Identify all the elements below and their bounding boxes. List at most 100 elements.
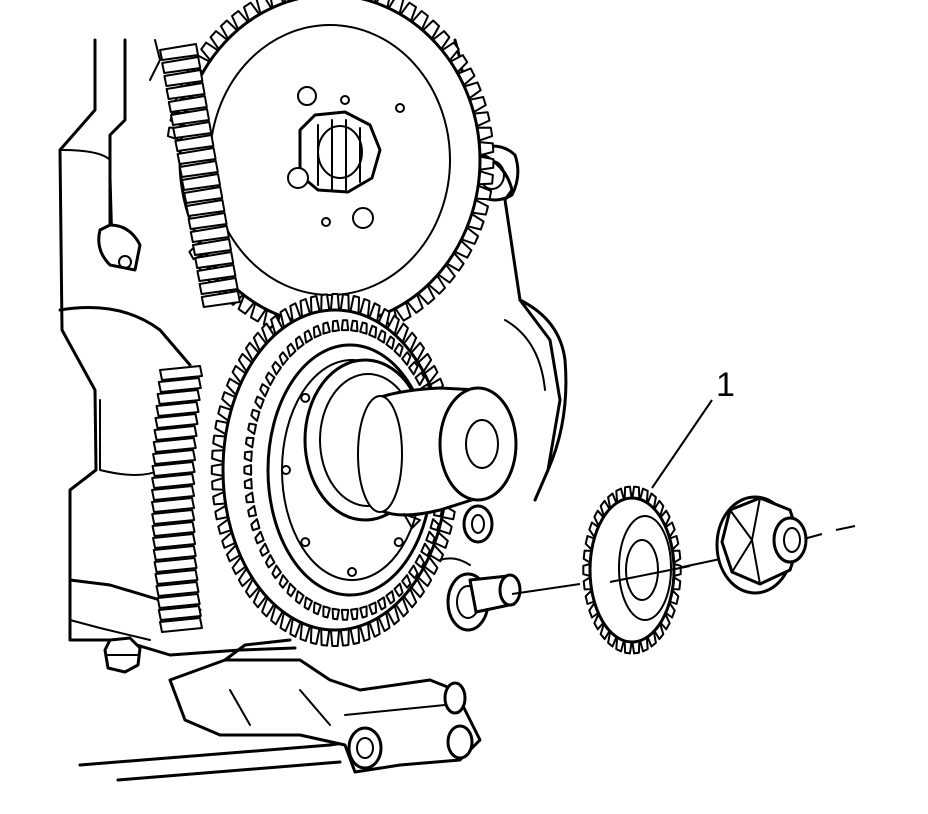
left-gear-tooth [153,557,198,573]
crankshaft-gear-inner-tooth [377,329,387,344]
upper-gear-pin-hole [395,103,405,113]
left-gear-tooth [183,186,224,204]
crankshaft-gear-inner-tooth [294,590,305,605]
crankshaft-gear-bolt-hole [347,567,357,577]
left-gear-tooth [159,617,203,633]
left-gear-tooth [151,461,196,477]
crankshaft-gear-inner-tooth [271,360,282,376]
crankshaft-gear-tooth [320,293,331,313]
left-gear-tooth [165,82,206,100]
crankshaft-gear-tooth [329,628,341,647]
crankshaft-gear-bolt-hole [393,537,404,548]
left-gear-tooth [156,389,201,405]
crankshaft-gear-inner-tooth [254,530,265,545]
crankshaft-gear-inner-tooth [245,491,255,504]
left-gear-tooth [178,160,219,178]
crankshaft-gear-inner-tooth [414,371,425,386]
crankshaft-gear-inner-tooth [408,360,419,376]
crankshaft-gear-inner-tooth [271,564,282,580]
callout-leader-line [651,399,713,489]
left-gear-tooth [156,593,201,609]
left-gear-tooth [200,290,241,308]
crankshaft-gear-inner-tooth [312,601,322,616]
idler-stud [439,504,522,632]
crankshaft-gear-tooth [339,627,350,647]
left-gear-tooth [170,108,210,126]
left-gear-tooth [198,277,239,295]
crankshaft-gear-inner-tooth [278,574,289,589]
left-gear-tooth [187,212,228,230]
left-gear-tooth [181,173,221,191]
crankshaft-gear-inner-tooth [259,542,270,557]
crankshaft-gear-inner-tooth [247,422,257,435]
crankshaft-gear-inner-tooth [401,351,412,366]
crankshaft-gear-inner-tooth [265,371,276,386]
left-gear-tooth [151,509,196,525]
crankshaft-gear-inner-tooth [322,605,331,619]
crankshaft-gear-inner-tooth [286,342,297,358]
left-gear-tooth [153,425,198,441]
crankshaft-gear-inner-tooth [303,329,313,344]
left-gear-tooth [176,147,217,165]
crankshaft-gear-inner-tooth [243,477,253,490]
left-gear-tooth [154,413,199,429]
crankshaft-gear-inner-tooth [385,590,396,605]
left-gear-tooth [194,251,235,269]
left-gear-tooth [192,238,232,256]
upper-gear-bolt-hole [297,86,317,106]
crankshaft-gear-inner-tooth [331,319,340,333]
hex-nut [715,495,808,595]
crankshaft-gear-inner-tooth [368,324,378,339]
left-gear-tooth [159,43,199,61]
left-gear-tooth [152,449,197,465]
left-gear-tooth [151,473,196,489]
crankshaft-gear-inner-tooth [425,530,436,545]
crankshaft-gear-inner-tooth [350,319,359,333]
left-gear-tooth [151,497,196,513]
left-gear-tooth [154,569,199,585]
upper-gear-hub [298,110,382,194]
upper-gear-bolt-hole [287,167,309,189]
crankshaft-gear-inner-tooth [340,608,350,621]
left-gear-tooth [161,56,202,74]
crankshaft-gear-inner-tooth [303,596,313,611]
crankshaft-gear-inner-tooth [331,607,340,621]
crankshaft-gear-inner-tooth [265,554,276,569]
left-gear-tooth [151,521,196,537]
crankshaft-gear-inner-tooth [340,319,350,332]
upper-gear-pin-hole [321,217,331,227]
crankshaft-gear-inner-tooth [322,321,331,335]
left-helical-gear-teeth [151,43,241,633]
callout-1: 1 [651,366,735,489]
crankshaft-hub [303,358,518,529]
crankshaft-gear-inner-tooth [359,321,368,335]
crankshaft-gear-tooth [320,627,331,647]
callout-label-1: 1 [716,366,735,404]
left-gear-tooth [167,95,208,113]
crankshaft-gear-inner-tooth [243,450,253,463]
crankshaft-gear-inner-tooth [243,464,253,476]
crankshaft-gear-inner-tooth [414,554,425,569]
crankshaft-gear-inner-tooth [250,518,261,532]
left-gear-tooth [157,377,202,393]
crankshaft-gear-inner-tooth [278,351,289,366]
crankshaft-gear-inner-tooth [393,582,404,598]
upper-gear-tooth [478,155,495,171]
left-gear-tooth [185,199,226,217]
crankshaft-gear-bolt-hole [300,537,311,548]
left-gear-tooth [155,401,200,417]
crankshaft-gear-tooth [329,293,341,312]
upper-gear-pin-hole [340,95,350,105]
left-gear-tooth [157,605,202,621]
left-gear-tooth [152,437,197,453]
crankshaft-gear-bolt-hole [281,465,291,475]
left-gear-tooth [152,533,197,549]
crankshaft-gear-inner-tooth [377,596,387,611]
crankshaft-gear-inner-tooth [247,505,257,518]
crankshaft-gear-inner-tooth [286,582,297,598]
crankshaft-gear-inner-tooth [401,574,412,589]
crankshaft-gear-inner-tooth [368,601,378,616]
crankshaft-gear-inner-tooth [393,342,404,358]
